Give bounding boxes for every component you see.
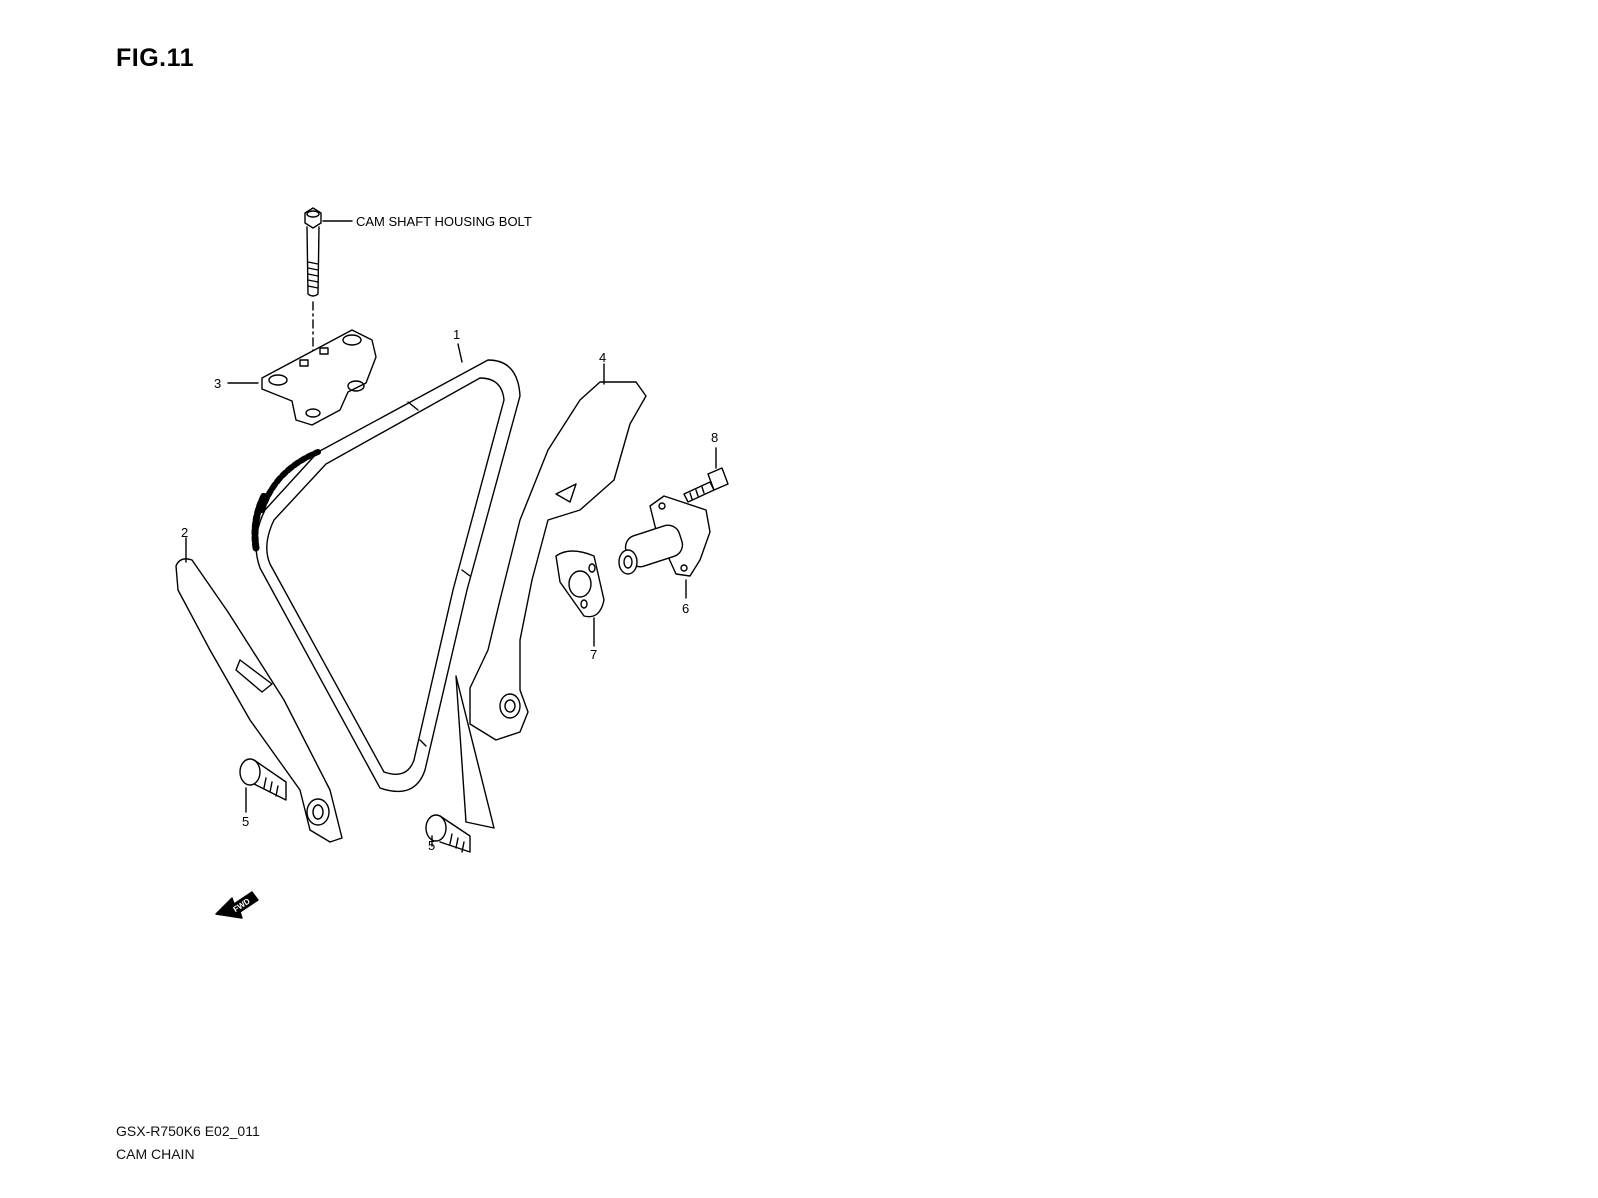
tensioner-gasket bbox=[555, 550, 605, 647]
callout-part-8: 8 bbox=[711, 430, 718, 445]
cam-chain-guide-front bbox=[175, 537, 343, 843]
callout-part-2: 2 bbox=[181, 525, 188, 540]
figure-title: FIG.11 bbox=[116, 44, 195, 72]
cam-chain bbox=[251, 343, 521, 793]
cam-chain-tensioner-guide bbox=[455, 363, 647, 829]
callout-part-1: 1 bbox=[453, 327, 460, 342]
cam-chain-tensioner bbox=[618, 495, 711, 599]
callout-part-4: 4 bbox=[599, 350, 606, 365]
callout-part-7: 7 bbox=[590, 647, 597, 662]
callout-part-3: 3 bbox=[214, 376, 221, 391]
tensioner-bolt bbox=[683, 447, 729, 503]
model-code: GSX-R750K6 E02_011 bbox=[116, 1123, 260, 1139]
forward-arrow-icon bbox=[215, 891, 259, 919]
cam-chain-guide-upper bbox=[227, 329, 377, 426]
section-name: CAM CHAIN bbox=[116, 1146, 195, 1162]
callout-part-5b: 5 bbox=[428, 838, 435, 853]
callout-part-5a: 5 bbox=[242, 814, 249, 829]
guide-bolt-left bbox=[239, 758, 287, 813]
callout-part-6: 6 bbox=[682, 601, 689, 616]
bolt-note-label: CAM SHAFT HOUSING BOLT bbox=[356, 214, 532, 229]
guide-bolt-right bbox=[425, 814, 471, 853]
